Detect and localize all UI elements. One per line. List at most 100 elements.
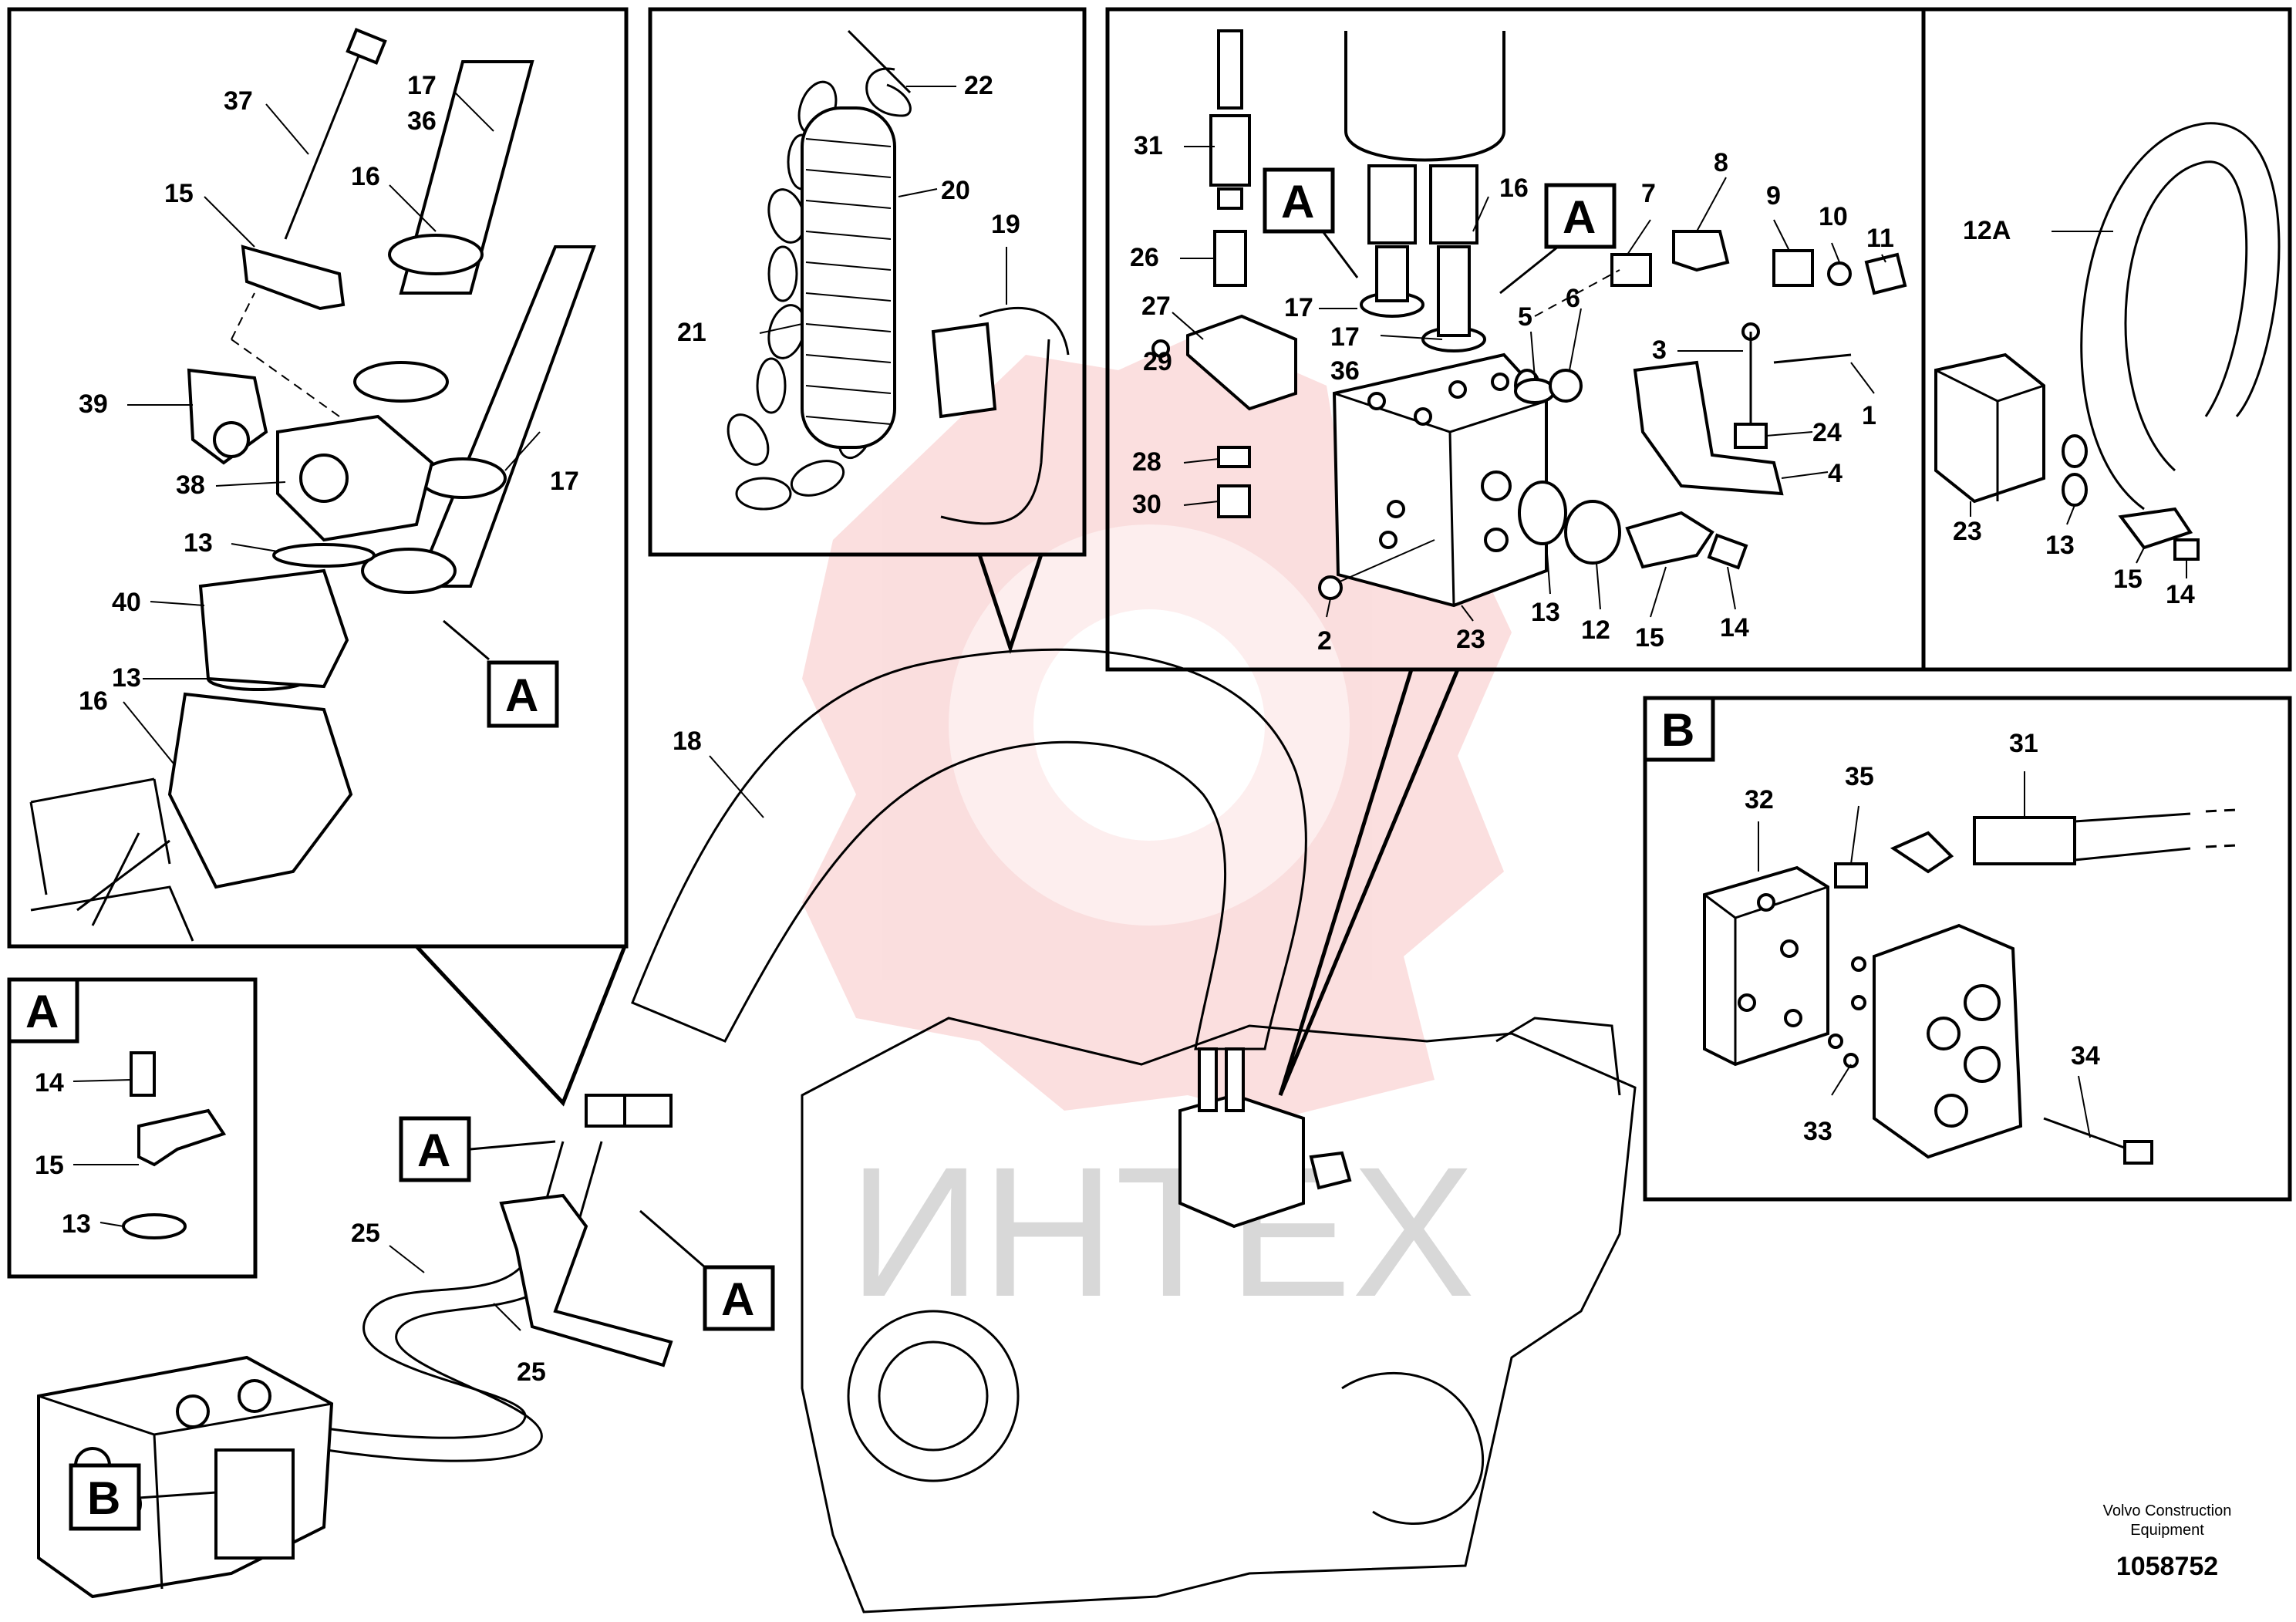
svg-text:A: A [1563,191,1596,243]
callout-labels-detail-a: 14 15 13 [35,1068,91,1239]
marker-a-detail: A [7,977,79,1044]
svg-text:16: 16 [351,162,380,191]
top-left-exploded-drawing [29,27,596,942]
callout-labels-hose: 12A 23 13 15 14 [1953,216,2195,609]
svg-text:31: 31 [1134,131,1163,160]
svg-text:24: 24 [1812,418,1842,447]
marker-a-1: A [443,619,559,728]
svg-text:36: 36 [407,106,437,136]
svg-text:4: 4 [1828,459,1843,488]
svg-text:14: 14 [2166,580,2195,609]
hose-exploded-drawing [1934,122,2281,561]
svg-text:32: 32 [1745,785,1774,814]
callout-labels-detail-b: 32 35 31 33 34 [1745,729,2100,1146]
svg-text:A: A [721,1273,754,1325]
svg-text:15: 15 [35,1151,64,1180]
detail-a-drawing [122,1051,227,1239]
svg-text:9: 9 [1766,181,1781,211]
callout-labels-valve: 31 26 27 29 28 30 17 17 36 16 7 8 9 10 1… [1130,131,1894,656]
svg-text:29: 29 [1143,347,1172,376]
svg-text:13: 13 [184,528,213,558]
svg-text:3: 3 [1652,336,1667,365]
svg-text:25: 25 [351,1219,380,1248]
svg-text:19: 19 [991,210,1020,239]
svg-text:B: B [1661,704,1694,756]
marker-a-5: A [639,1209,775,1331]
valve-exploded-drawing [1151,29,1907,608]
svg-text:17: 17 [550,467,579,496]
svg-text:31: 31 [2009,729,2038,758]
top-middle-exploded-drawing [727,29,1070,525]
footer-company-line2: Equipment [2130,1522,2204,1539]
detail-b-drawing [1703,808,2237,1165]
svg-text:26: 26 [1130,243,1159,272]
svg-text:11: 11 [1866,224,1894,253]
marker-b-detail: B [1643,696,1715,762]
footer-reference-number: 1058752 [2116,1552,2218,1581]
svg-text:18: 18 [673,727,702,756]
panel-frame-top-left [7,7,629,949]
svg-text:13: 13 [1531,598,1560,627]
svg-text:A: A [25,986,59,1037]
svg-text:20: 20 [941,176,970,205]
callout-labels-top-middle: 22 20 19 21 [677,71,1020,347]
svg-text:13: 13 [62,1209,91,1239]
svg-text:16: 16 [1499,174,1529,203]
marker-b-1: B [69,1463,217,1531]
svg-text:12A: 12A [1963,216,2011,245]
svg-text:17: 17 [1284,293,1313,322]
svg-text:2: 2 [1317,626,1332,656]
svg-text:17: 17 [1330,322,1360,352]
svg-text:33: 33 [1803,1117,1832,1146]
svg-text:5: 5 [1518,302,1532,332]
svg-text:10: 10 [1819,202,1848,231]
svg-text:21: 21 [677,318,706,347]
marker-a-3: A [1499,183,1617,295]
main-assembly-drawing [37,648,1637,1614]
svg-text:40: 40 [112,588,141,617]
svg-text:37: 37 [224,86,253,116]
panel-frame-top-hose [1921,7,2292,672]
svg-text:23: 23 [1456,625,1485,654]
svg-text:39: 39 [79,389,108,419]
svg-text:A: A [505,669,538,721]
svg-text:14: 14 [1720,613,1749,642]
svg-text:27: 27 [1141,292,1171,321]
svg-text:6: 6 [1566,284,1580,313]
svg-text:B: B [87,1472,120,1524]
callout-labels-top-left: 37 15 17 36 16 17 39 38 13 40 13 16 [79,71,579,716]
svg-text:13: 13 [112,663,141,693]
callout-labels-main: 18 25 25 [351,727,702,1387]
svg-text:30: 30 [1132,490,1161,519]
svg-text:8: 8 [1714,148,1728,177]
footer-company: Volvo Construction [2103,1502,2232,1519]
svg-text:15: 15 [164,179,194,208]
svg-text:A: A [1281,176,1314,228]
svg-text:16: 16 [79,686,108,716]
svg-text:35: 35 [1845,762,1874,791]
watermark-text: ИНТЕХ [848,1128,1475,1335]
svg-text:1: 1 [1862,401,1876,430]
panel-frame-detail-a [7,977,258,1279]
callout-leaders [72,86,2187,1331]
panel-frame-detail-b [1643,696,2292,1202]
callout-leader-top-left [415,945,627,1107]
svg-text:12: 12 [1581,615,1610,645]
svg-text:A: A [417,1125,450,1176]
marker-a-4: A [399,1116,556,1182]
svg-text:22: 22 [964,71,993,100]
svg-text:13: 13 [2045,531,2075,560]
svg-text:15: 15 [2113,565,2143,594]
svg-text:25: 25 [517,1357,546,1387]
svg-text:23: 23 [1953,517,1982,546]
panel-frame-top-middle [648,7,1087,557]
svg-text:36: 36 [1330,356,1360,386]
svg-text:17: 17 [407,71,437,100]
svg-text:38: 38 [176,470,205,500]
callout-leader-top-middle [977,554,1043,654]
svg-text:7: 7 [1641,179,1656,208]
svg-text:34: 34 [2071,1041,2100,1071]
svg-text:15: 15 [1635,623,1664,653]
marker-a-2: A [1263,167,1359,278]
